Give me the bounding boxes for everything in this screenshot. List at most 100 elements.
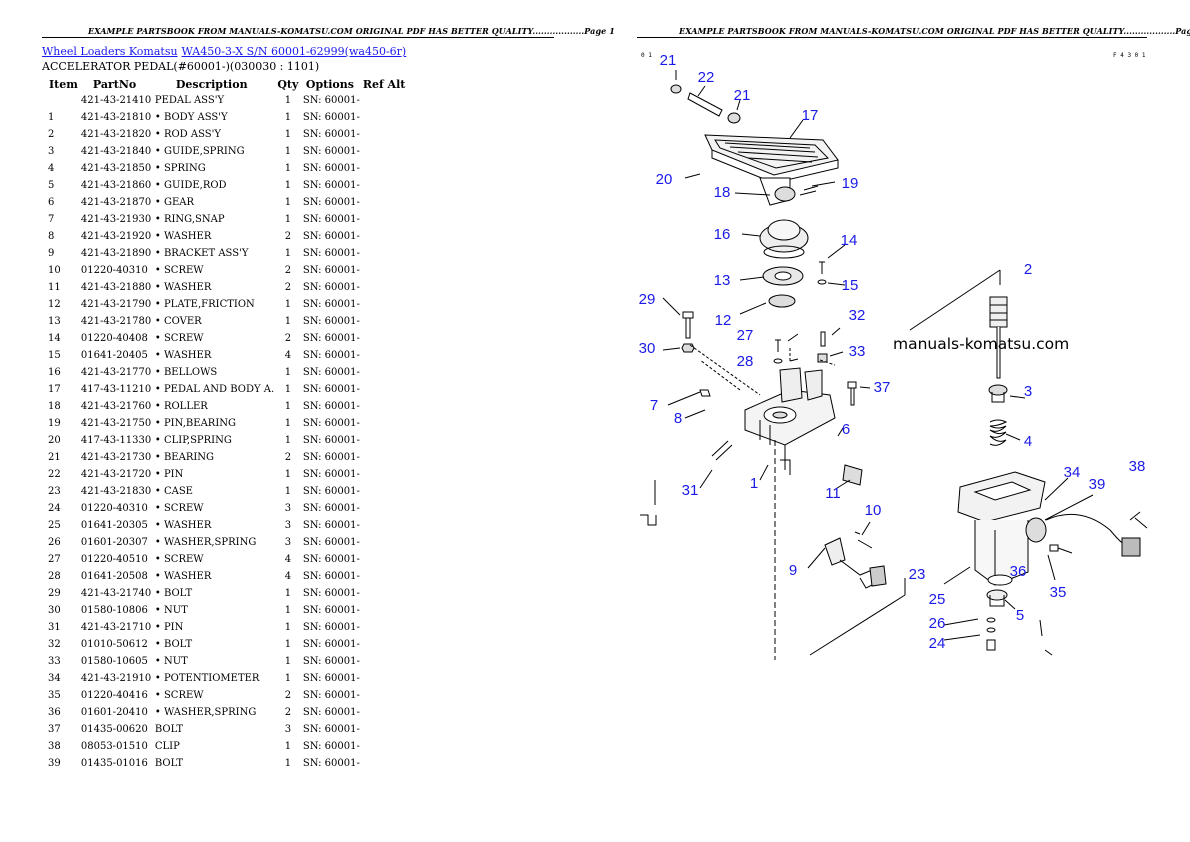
cell-options: SN: 60001- <box>302 758 360 769</box>
cell-qty: 3 <box>284 537 292 548</box>
cell-item: 13 <box>48 316 61 327</box>
potentiometer-part <box>1025 517 1047 543</box>
callout-number: 16 <box>714 226 731 243</box>
callout-number: 8 <box>674 410 682 427</box>
header-divider <box>637 37 1147 38</box>
cell-options: SN: 60001- <box>302 571 360 582</box>
cell-qty: 3 <box>284 520 292 531</box>
cell-options: SN: 60001- <box>302 520 360 531</box>
column-header-description: Description <box>175 77 248 91</box>
cell-item: 38 <box>48 741 61 752</box>
cell-options: SN: 60001- <box>302 724 360 735</box>
cell-item: 30 <box>48 605 61 616</box>
cell-description: • WASHER <box>154 231 212 242</box>
cell-options: SN: 60001- <box>302 197 360 208</box>
cell-partno: 421-43-21760 <box>80 401 152 412</box>
rod-part <box>989 296 1008 328</box>
cell-options: SN: 60001- <box>302 554 360 565</box>
cell-qty: 2 <box>284 231 292 242</box>
cell-options: SN: 60001- <box>302 265 360 276</box>
breadcrumb-link-category[interactable]: Wheel Loaders Komatsu <box>42 45 178 58</box>
cell-partno: 417-43-11210 <box>80 384 152 395</box>
cell-qty: 1 <box>284 163 292 174</box>
cell-description: BOLT <box>154 758 184 769</box>
callout-number: 12 <box>715 312 732 329</box>
cell-partno: 421-43-21740 <box>80 588 152 599</box>
cell-item: 19 <box>48 418 61 429</box>
cell-partno: 01220-40310 <box>80 503 148 514</box>
cell-ref-alt <box>360 585 413 602</box>
cell-options: SN: 60001- <box>302 707 360 718</box>
cell-ref-alt <box>360 449 413 466</box>
cell-description: • PIN,BEARING <box>154 418 237 429</box>
callout-number: 36 <box>1010 563 1027 580</box>
cell-item: 33 <box>48 656 61 667</box>
cell-qty: 3 <box>284 503 292 514</box>
cell-partno: 01435-01016 <box>80 758 148 769</box>
cell-partno: 01601-20410 <box>80 707 148 718</box>
cell-ref-alt <box>360 296 413 313</box>
cell-qty: 1 <box>284 248 292 259</box>
cell-qty: 1 <box>284 622 292 633</box>
cell-qty: 1 <box>284 435 292 446</box>
bolt-part <box>682 311 694 339</box>
cell-item: 26 <box>48 537 61 548</box>
cell-item: 7 <box>48 214 55 225</box>
cell-qty: 1 <box>284 656 292 667</box>
cell-description: • PIN <box>154 469 184 480</box>
cell-options: SN: 60001- <box>302 673 360 684</box>
page-2: EXAMPLE PARTSBOOK FROM MANUALS-KOMATSU.C… <box>595 0 1190 842</box>
cell-ref-alt <box>360 483 413 500</box>
cell-partno: 421-43-21720 <box>80 469 152 480</box>
cell-ref-alt <box>360 619 413 636</box>
column-header-partno: PartNo <box>92 77 137 91</box>
callout-number: 20 <box>656 171 673 188</box>
cell-partno: 421-43-21820 <box>80 129 152 140</box>
callout-number: 2 <box>1024 261 1032 278</box>
cell-item <box>42 92 78 109</box>
header-divider <box>42 37 554 38</box>
cell-partno: 421-43-21710 <box>80 622 152 633</box>
cell-description: • COVER <box>154 316 202 327</box>
cell-options: SN: 60001- <box>302 146 360 157</box>
cell-ref-alt <box>360 330 413 347</box>
cell-qty: 1 <box>284 129 292 140</box>
cell-qty: 2 <box>284 282 292 293</box>
cell-item: 11 <box>48 282 61 293</box>
cell-options: SN: 60001- <box>302 95 360 106</box>
cell-qty: 1 <box>284 146 292 157</box>
cell-description: • SCREW <box>154 333 204 344</box>
breadcrumb-link-model[interactable]: WA450-3-X S/N 60001-62999(wa450-6r) <box>181 45 407 58</box>
cell-ref-alt <box>360 534 413 551</box>
cell-options: SN: 60001- <box>302 435 360 446</box>
cell-ref-alt <box>360 279 413 296</box>
cell-description: • WASHER,SPRING <box>154 537 257 548</box>
cell-partno: 01220-40408 <box>80 333 148 344</box>
page-header: EXAMPLE PARTSBOOK FROM MANUALS-KOMATSU.C… <box>88 26 615 36</box>
cell-ref-alt <box>360 228 413 245</box>
diagram-code-right: F 4 3 0 1 <box>1113 52 1146 59</box>
cell-qty: 1 <box>284 299 292 310</box>
table-header-row: Item PartNo Description Qty Options Ref … <box>42 76 413 92</box>
cell-ref-alt <box>360 381 413 398</box>
cell-item: 15 <box>48 350 61 361</box>
cell-partno: 421-43-21770 <box>80 367 152 378</box>
cell-item: 18 <box>48 401 61 412</box>
bearing-part <box>727 112 741 124</box>
cell-partno: 421-43-21410 <box>80 95 152 106</box>
cell-ref-alt <box>360 262 413 279</box>
callout-number: 26 <box>929 615 946 632</box>
cell-qty: 1 <box>284 384 292 395</box>
